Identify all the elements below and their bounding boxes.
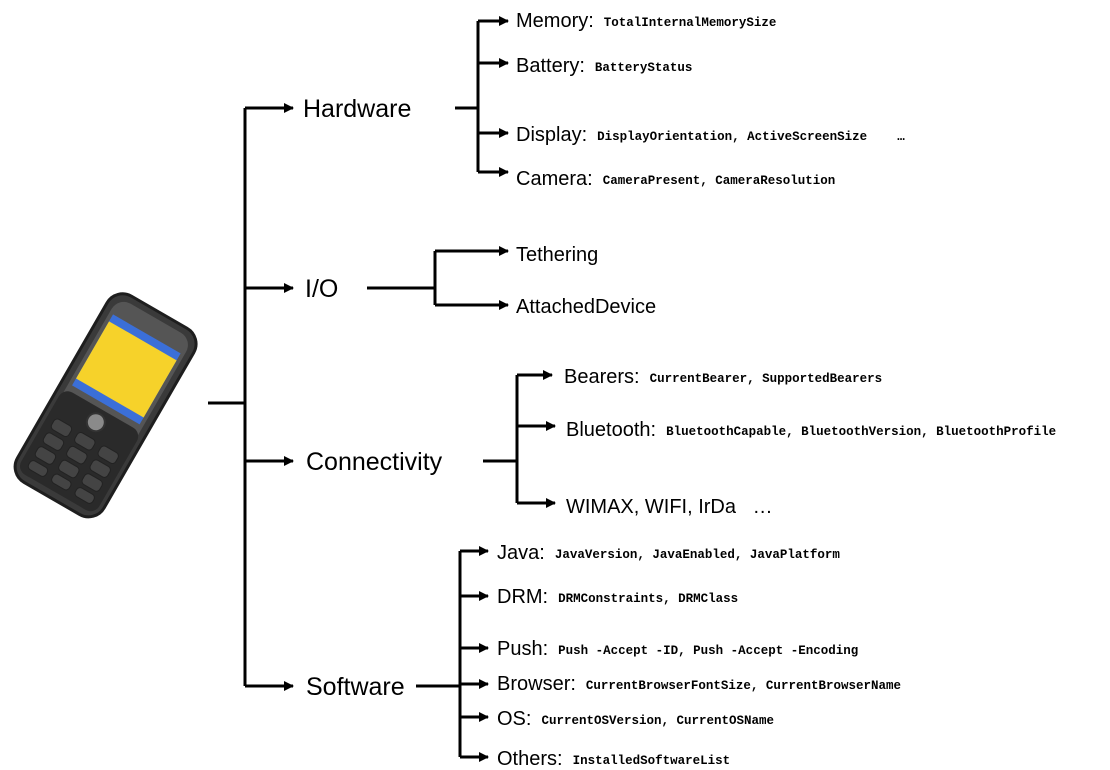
hardware-item-camera: Camera: CameraPresent, CameraResolution: [516, 169, 835, 189]
connectivity-item-bluetooth: Bluetooth: BluetoothCapable, BluetoothVer…: [566, 420, 1056, 440]
item-properties: JavaVersion, JavaEnabled, JavaPlatform: [554, 548, 840, 562]
software-item-drm: DRM: DRMConstraints, DRMClass: [497, 587, 738, 607]
category-hardware: Hardware: [303, 95, 412, 123]
item-properties: CurrentOSVersion, CurrentOSName: [541, 714, 774, 728]
item-label: OS:: [497, 708, 532, 730]
category-software: Software: [306, 673, 405, 701]
software-item-java: Java: JavaVersion, JavaEnabled, JavaPlatf…: [497, 543, 840, 563]
item-properties: CurrentBrowserFontSize, CurrentBrowserNa…: [585, 679, 901, 693]
item-properties: DisplayOrientation, ActiveScreenSize …: [597, 130, 905, 144]
item-properties: TotalInternalMemorySize: [603, 16, 777, 30]
item-label: Display:: [516, 124, 588, 146]
item-label: Bluetooth:: [566, 419, 657, 441]
category-connectivity: Connectivity: [306, 448, 443, 476]
item-label: Browser:: [497, 673, 576, 695]
connectivity-item-wimax-wifi-irda: WIMAX, WIFI, IrDa …: [566, 496, 773, 518]
item-properties: Push -Accept -ID, Push -Accept -Encoding: [558, 644, 859, 658]
hardware-item-battery: Battery: BatteryStatus: [516, 56, 692, 76]
item-properties: DRMConstraints, DRMClass: [558, 592, 739, 606]
item-label: Push:: [497, 638, 549, 660]
item-label: Camera:: [516, 168, 593, 190]
mobile-phone-icon: [13, 292, 198, 519]
connectivity-item-bearers: Bearers: CurrentBearer, SupportedBearers: [564, 367, 882, 387]
item-properties: BluetoothCapable, BluetoothVersion, Blue…: [666, 425, 1057, 439]
hardware-item-memory: Memory: TotalInternalMemorySize: [516, 11, 776, 31]
item-properties: CurrentBearer, SupportedBearers: [649, 372, 883, 386]
item-properties: BatteryStatus: [594, 61, 693, 75]
item-properties: CameraPresent, CameraResolution: [602, 174, 836, 188]
software-item-push: Push: Push -Accept -ID, Push -Accept -Enc…: [497, 639, 858, 659]
software-item-os: OS: CurrentOSVersion, CurrentOSName: [497, 709, 774, 729]
io-item-attacheddevice: AttachedDevice: [516, 296, 657, 318]
item-label: Battery:: [516, 55, 585, 77]
io-item-tethering: Tethering: [516, 244, 599, 266]
software-item-browser: Browser: CurrentBrowserFontSize, CurrentB…: [497, 674, 901, 694]
item-label: DRM:: [497, 586, 549, 608]
item-label: Others:: [497, 748, 563, 770]
hardware-item-display: Display: DisplayOrientation, ActiveScreen…: [516, 125, 905, 145]
software-item-others: Others: InstalledSoftwareList: [497, 749, 730, 769]
item-properties: InstalledSoftwareList: [572, 754, 731, 768]
item-label: Java:: [497, 542, 545, 564]
item-label: Bearers:: [564, 366, 640, 388]
category-io: I/O: [305, 275, 339, 303]
item-label: Memory:: [516, 10, 594, 32]
